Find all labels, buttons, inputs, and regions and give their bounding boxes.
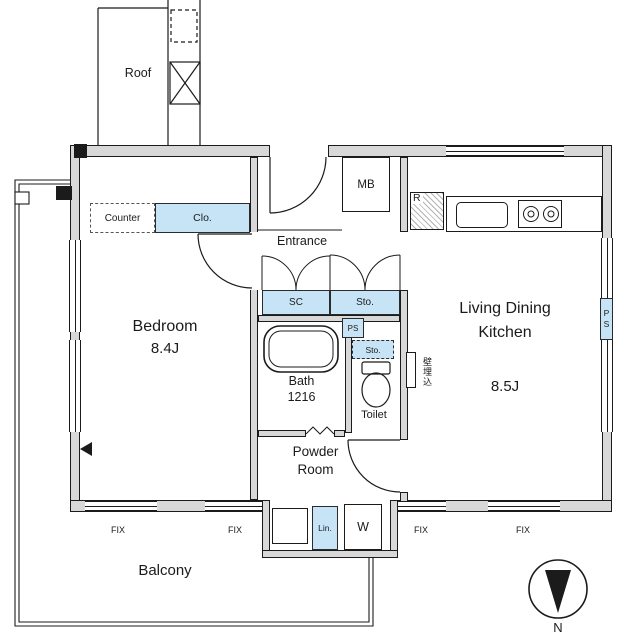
fix-window-3 [398, 501, 446, 511]
bathtub-icon [263, 325, 339, 373]
shoe-closet-door-arcs [261, 254, 401, 291]
bath-name: Bath [288, 374, 315, 388]
ldk-name-line2: Kitchen [478, 324, 532, 341]
compass-needle [545, 570, 571, 613]
fix-window-4 [488, 501, 560, 511]
closet-box: Clo. [155, 203, 250, 233]
window-ldk-right-upper [601, 238, 613, 298]
duct-shaft-box [169, 61, 201, 105]
pipe-space-right-label: PS [601, 308, 612, 330]
pipe-space-hall-box: PS [342, 318, 364, 338]
ldk-size: 8.5J [490, 378, 520, 395]
pipe-space-right-box: PS [600, 298, 613, 340]
bedroom-size: 8.4J [150, 340, 180, 357]
fix-label-2: FIX [227, 525, 242, 535]
refrigerator-box: R [410, 192, 444, 230]
wall-bay-south [262, 550, 398, 558]
window-ldk-right-lower [601, 340, 613, 432]
balcony-label: Balcony [138, 562, 192, 579]
balcony-anchor-post [56, 186, 72, 200]
closet-label: Clo. [193, 212, 212, 224]
toilet-icon [361, 361, 391, 408]
linen-label: Lin. [318, 523, 332, 533]
powder-room-line2: Room [297, 462, 334, 477]
roof-label: Roof [124, 66, 152, 80]
refrigerator-label: R [411, 192, 423, 204]
fix-label-3: FIX [413, 525, 428, 535]
ldk-name-line1: Living Dining [459, 300, 551, 317]
compass-icon [528, 559, 588, 619]
wall-bath-south-right [334, 430, 345, 437]
bedroom-marker-icon [80, 442, 92, 456]
wall-niche-box [406, 352, 416, 388]
shoe-closet-box: SC [262, 290, 330, 315]
wall-bedroom-east [250, 157, 258, 500]
toilet-label: Toilet [361, 409, 387, 421]
storage-upper-box: Sto. [352, 340, 394, 359]
fix-window-1 [85, 501, 157, 511]
entrance-door-arc [269, 156, 327, 214]
powder-room-line1: Powder [292, 444, 339, 459]
north-label: N [553, 620, 563, 635]
wall-entrance-south [258, 315, 400, 322]
bath-folding-door [305, 426, 335, 435]
counter-label: Counter [104, 212, 141, 224]
linen-box: Lin. [312, 506, 338, 550]
meter-box: MB [342, 157, 390, 212]
counter-area: Counter [90, 203, 155, 233]
window-kitchen-top [446, 146, 564, 156]
wall-post [74, 144, 87, 158]
entrance-label: Entrance [276, 234, 328, 248]
shoe-closet-label: SC [289, 297, 303, 308]
bay-cabinet-box [272, 508, 308, 544]
fix-label-1: FIX [110, 525, 125, 535]
balcony-drain-box [14, 191, 30, 205]
storage-upper-label: Sto. [365, 344, 381, 355]
compass-circle [528, 559, 588, 619]
bedroom-door-arc [197, 233, 253, 289]
bath-size: 1216 [287, 390, 316, 404]
fix-window-2 [205, 501, 262, 511]
bedroom-name: Bedroom [132, 318, 198, 335]
fix-label-4: FIX [515, 525, 530, 535]
wall-bath-south-left [258, 430, 306, 437]
wall-top-left [70, 145, 270, 157]
kitchen-sink [456, 202, 508, 228]
duct-dashed-vent [170, 9, 198, 43]
meter-box-label: MB [357, 178, 375, 191]
storage-box: Sto. [330, 290, 400, 315]
stove-box [518, 200, 562, 228]
washer-label: W [357, 520, 369, 534]
washer-box: W [344, 504, 382, 550]
storage-label: Sto. [356, 297, 374, 308]
wall-embedded-label: 壁埋込 [422, 357, 432, 387]
wall-ldk-west-upper [400, 157, 408, 232]
pipe-space-hall-label: PS [347, 323, 359, 333]
